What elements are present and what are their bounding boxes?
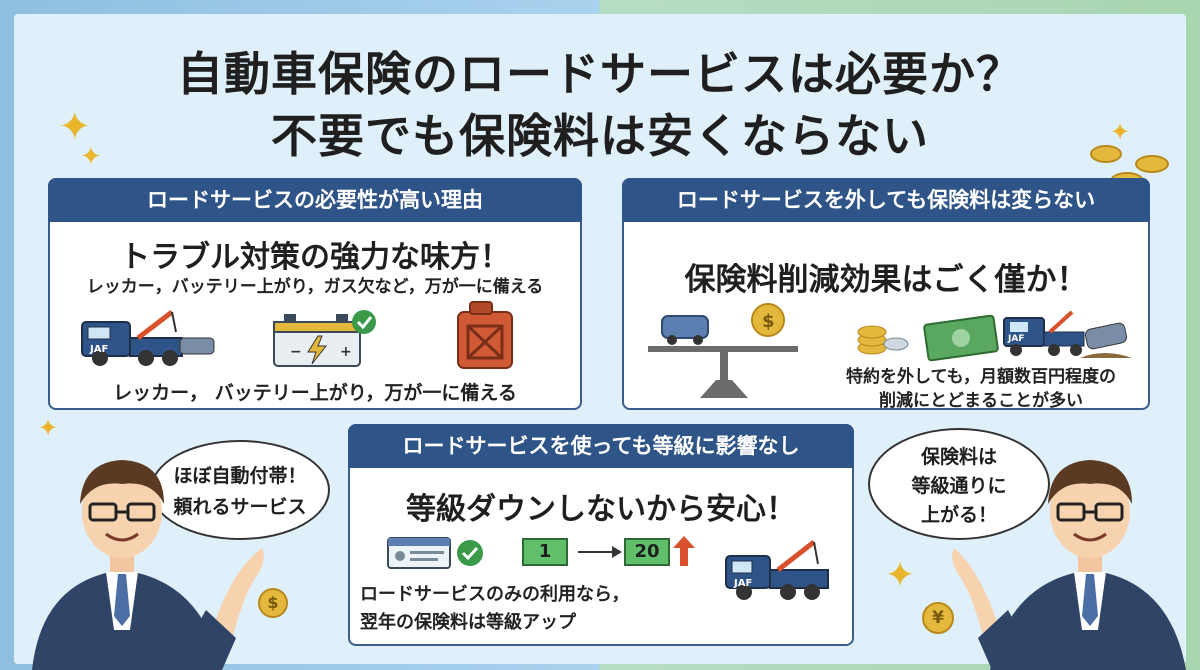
coin-icon: $ xyxy=(258,588,288,618)
coin-icon xyxy=(1090,145,1122,163)
page-title-line2: 不要でも保険料は安くならない xyxy=(271,109,929,163)
tow-truck-icon: JAF xyxy=(724,534,834,604)
panel-necessity-subline: レッカー，バッテリー上がり，ガス欠など，万が一に備える xyxy=(86,277,544,297)
coin-icon xyxy=(1135,155,1169,173)
jaf-label: JAF xyxy=(734,578,753,589)
businessman-left-illustration xyxy=(22,430,272,670)
grade-to-box: 20 xyxy=(624,538,670,566)
panel-grade-headline: 等級ダウンしないから安心！ xyxy=(406,492,796,527)
panel-grade: ロードサービスを使っても等級に影響なし 等級ダウンしないから安心！ 1 20 J… xyxy=(348,424,854,646)
panel-grade-heading: ロードサービスを使っても等級に影響なし xyxy=(348,424,854,468)
fuel-can-icon xyxy=(450,298,520,370)
license-card-icon xyxy=(386,536,486,570)
jaf-label: JAF xyxy=(1008,334,1025,344)
panel-premium-caption-line2: 削減にとどまることが多い xyxy=(879,391,1083,411)
panel-necessity-heading: ロードサービスの必要性が高い理由 xyxy=(48,178,582,222)
dollar-symbol: $ xyxy=(762,311,775,332)
battery-icon: − + xyxy=(270,308,380,370)
arrow-up-icon xyxy=(672,534,696,568)
money-and-tow-icon: JAF xyxy=(854,304,1134,364)
tow-truck-icon: JAF xyxy=(80,302,220,372)
panel-necessity-caption: レッカー， バッテリー上がり，万が一に備える xyxy=(113,382,517,404)
panel-necessity-headline: トラブル対策の強力な味方！ xyxy=(120,240,510,275)
grade-from-box: 1 xyxy=(522,538,568,566)
panel-premium-headline: 保険料削減効果はごく僅か！ xyxy=(684,262,1088,298)
sparkle-icon: ✦ xyxy=(1110,118,1131,146)
panel-grade-caption-line1: ロードサービスのみの利用なら， xyxy=(360,584,630,605)
speech-bubble-right: 保険料は 等級通りに 上がる！ xyxy=(868,428,1050,540)
panel-premium-heading: ロードサービスを外しても保険料は変らない xyxy=(622,178,1150,222)
bubble-right-line2: 等級通りに xyxy=(911,474,1007,497)
bubble-left-line2: 頼れるサービス xyxy=(173,496,307,518)
panel-necessity: ロードサービスの必要性が高い理由 トラブル対策の強力な味方！ レッカー，バッテリ… xyxy=(48,178,582,410)
panel-premium-caption-line1: 特約を外しても，月額数百円程度の xyxy=(846,367,1116,387)
bubble-right-line3: 上がる！ xyxy=(920,503,997,526)
sparkle-icon: ✦ xyxy=(38,414,59,442)
svg-text:−: − xyxy=(290,344,302,360)
speech-bubble-left: ほぼ自動付帯！ 頼れるサービス xyxy=(150,440,330,540)
sparkle-icon: ✦ xyxy=(58,104,92,150)
businessman-right-illustration xyxy=(950,430,1190,670)
panel-premium: ロードサービスを外しても保険料は変らない 保険料削減効果はごく僅か！ $ xyxy=(622,178,1150,411)
sparkle-icon: ✦ xyxy=(80,142,102,172)
page-title-line1: 自動車保険のロードサービスは必要か？ xyxy=(177,47,1023,101)
jaf-label: JAF xyxy=(90,344,109,355)
arrow-right-icon xyxy=(576,538,622,566)
svg-text:+: + xyxy=(340,344,352,360)
sparkle-icon: ✦ xyxy=(885,555,916,596)
bubble-left-line1: ほぼ自動付帯！ xyxy=(173,465,307,487)
bubble-right-line1: 保険料は xyxy=(920,445,997,468)
balance-scale-icon: $ xyxy=(640,302,810,402)
coin-icon: ¥ xyxy=(922,602,954,634)
panel-grade-caption-line2: 翌年の保険料は等級アップ xyxy=(360,612,576,633)
